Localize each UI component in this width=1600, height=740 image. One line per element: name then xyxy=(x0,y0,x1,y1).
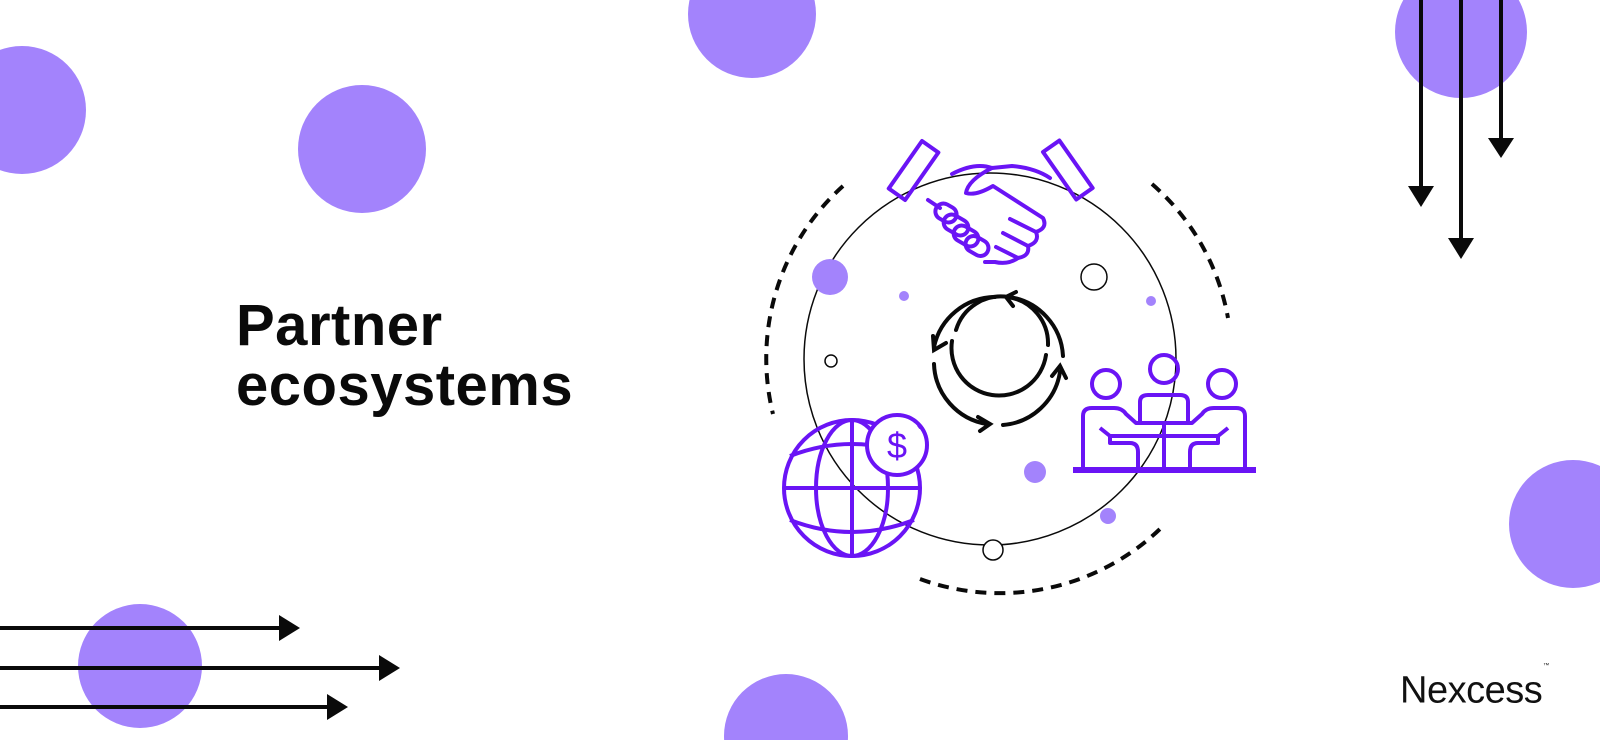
page-title: Partner ecosystems xyxy=(236,296,573,416)
dollar-sign: $ xyxy=(887,425,907,466)
handshake-icon xyxy=(886,138,1095,265)
hollow-dots xyxy=(824,263,1108,561)
down-arrows-icon xyxy=(1408,0,1514,259)
purple-dots xyxy=(812,259,1156,524)
title-line-2: ecosystems xyxy=(236,353,574,418)
decor-circle-top-center xyxy=(688,0,816,78)
globe-dollar-icon: $ xyxy=(782,413,929,558)
meeting-people-icon xyxy=(1073,353,1256,473)
decor-circle-bottom-center xyxy=(724,674,848,740)
decor-circle-left-edge xyxy=(0,46,86,174)
logo-text: Nexcess xyxy=(1400,669,1543,712)
cycle-arrows-icon xyxy=(931,290,1068,433)
dashed-arcs xyxy=(764,182,1230,596)
ecosystem-illustration: $ xyxy=(764,138,1256,596)
decor-circle-right-edge xyxy=(1509,460,1600,588)
brand-logo: Nexcess™ xyxy=(1400,663,1549,712)
title-line-1: Partner xyxy=(236,293,443,358)
decor-circle-left xyxy=(298,85,426,213)
right-arrows-icon xyxy=(0,615,400,720)
trademark-mark: ™ xyxy=(1543,663,1550,669)
